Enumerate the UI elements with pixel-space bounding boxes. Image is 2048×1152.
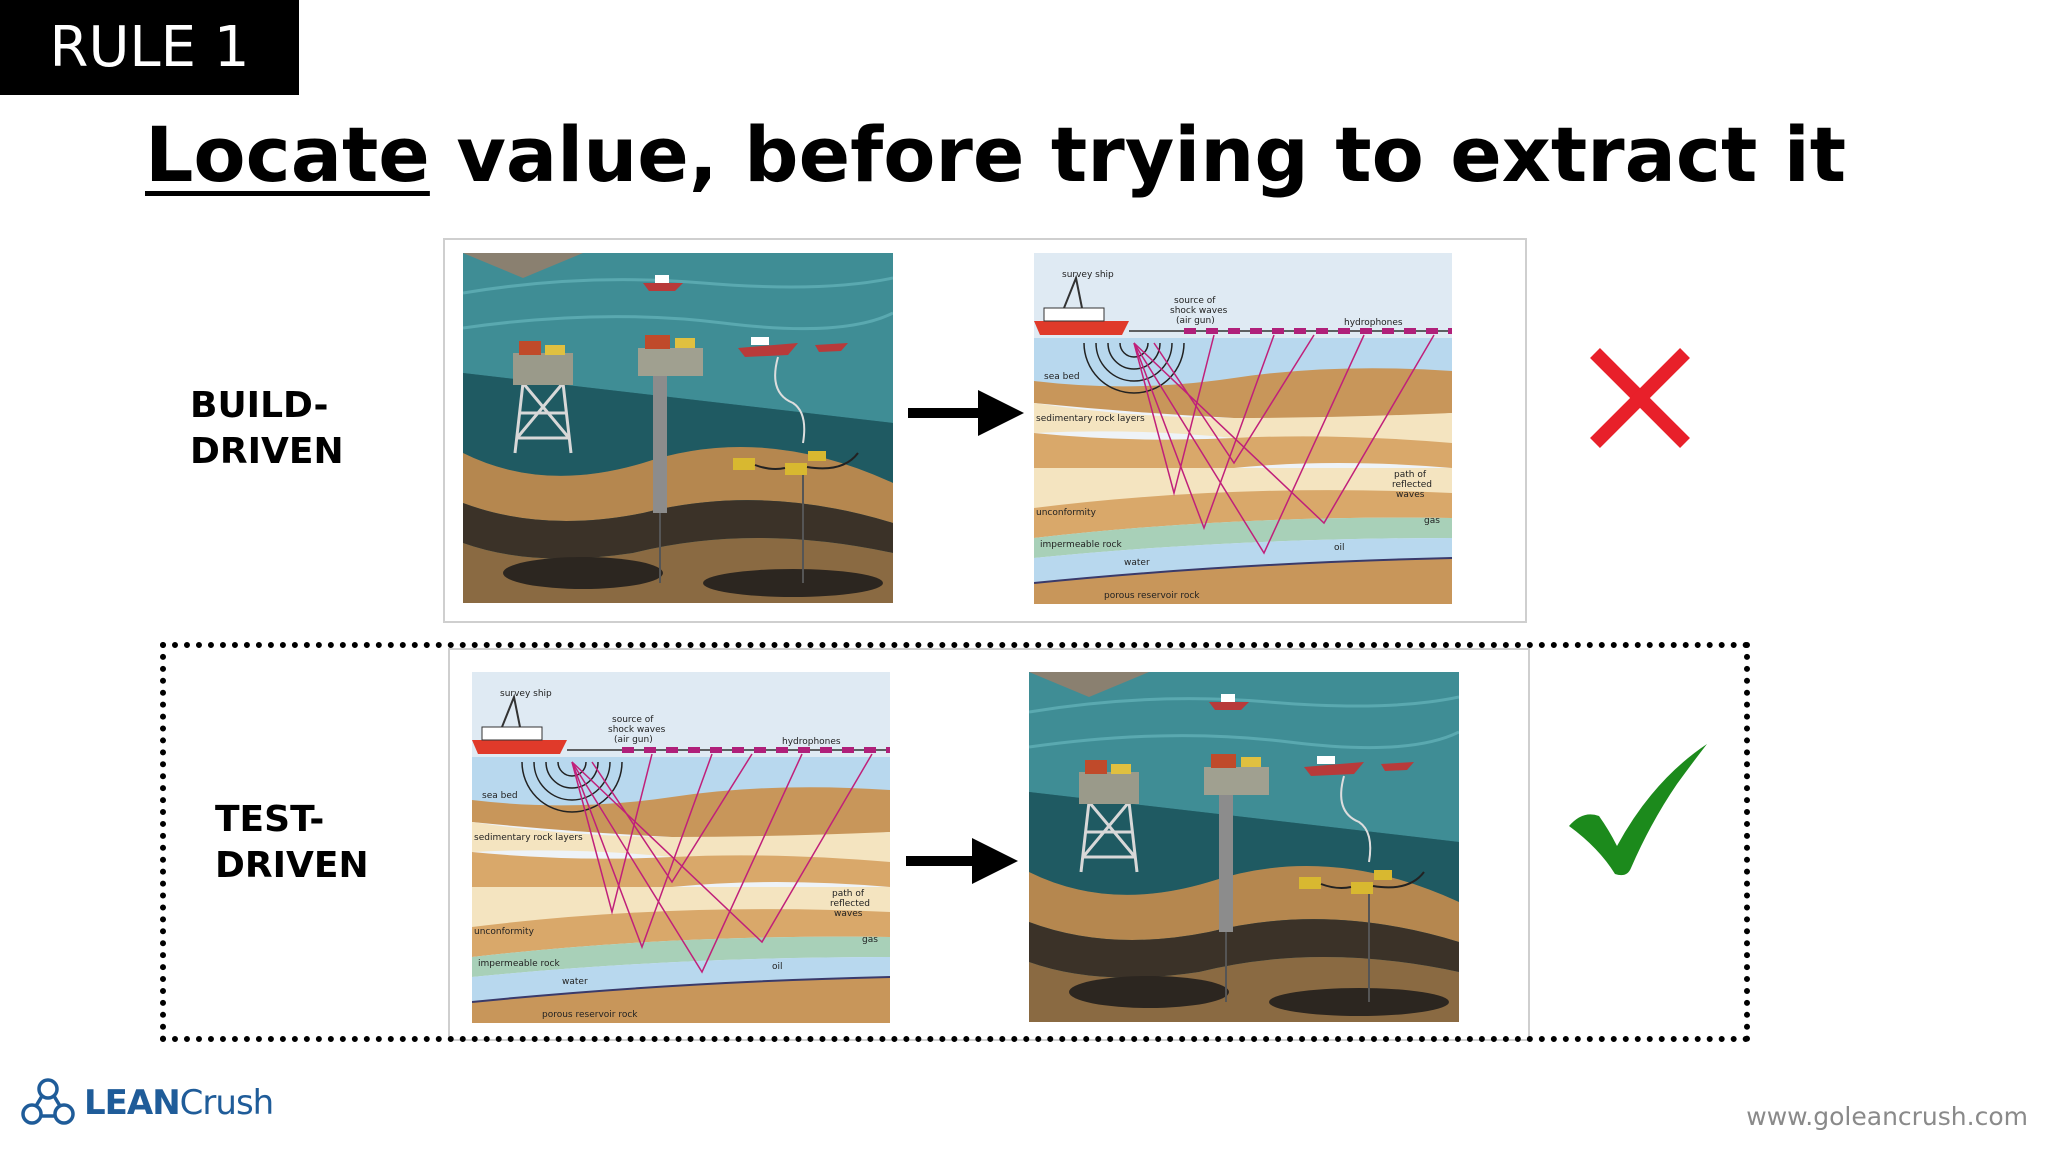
svg-text:sedimentary rock layers: sedimentary rock layers: [1036, 414, 1145, 424]
logo-molecule-icon: [21, 1078, 75, 1125]
offshore-platform-illustration-top: [463, 253, 893, 603]
cross-icon: [1590, 348, 1690, 448]
svg-text:porous reservoir rock: porous reservoir rock: [1104, 591, 1200, 601]
svg-text:path of: path of: [832, 889, 865, 899]
checkmark-icon: [1569, 744, 1707, 876]
svg-text:source of: source of: [1174, 296, 1216, 306]
svg-text:sea bed: sea bed: [1044, 372, 1080, 382]
arrow-right-icon: [906, 838, 1018, 884]
arrow-right-icon: [908, 390, 1024, 436]
svg-text:path of: path of: [1394, 470, 1427, 480]
svg-text:waves: waves: [1396, 490, 1425, 500]
svg-text:hydrophones: hydrophones: [1344, 318, 1403, 328]
svg-text:water: water: [562, 977, 588, 987]
svg-text:sea bed: sea bed: [482, 791, 518, 801]
svg-text:waves: waves: [834, 909, 863, 919]
svg-text:unconformity: unconformity: [474, 927, 535, 937]
svg-text:survey ship: survey ship: [1062, 270, 1114, 280]
svg-text:impermeable rock: impermeable rock: [1040, 540, 1122, 550]
title-rest: value, before trying to extract it: [429, 110, 1847, 199]
highlight-dotted-frame: [160, 642, 1750, 1042]
svg-text:impermeable rock: impermeable rock: [478, 959, 560, 969]
svg-text:survey ship: survey ship: [500, 689, 552, 699]
offshore-platform-illustration-bottom: [1029, 672, 1459, 1022]
slide-title: Locate value, before trying to extract i…: [145, 100, 1945, 210]
logo-text: LEANCrush: [84, 1083, 274, 1123]
build-driven-label: BUILD- DRIVEN: [190, 385, 344, 472]
svg-text:water: water: [1124, 558, 1150, 568]
svg-text:reflected: reflected: [830, 899, 870, 909]
svg-text:shock waves: shock waves: [1170, 306, 1228, 316]
title-emphasis: Locate: [145, 110, 430, 199]
rule-badge: RULE 1: [0, 0, 299, 95]
svg-text:sedimentary rock layers: sedimentary rock layers: [474, 833, 583, 843]
svg-text:shock waves: shock waves: [608, 725, 666, 735]
svg-text:(air gun): (air gun): [614, 735, 653, 745]
svg-text:porous reservoir rock: porous reservoir rock: [542, 1010, 638, 1020]
test-driven-label: TEST- DRIVEN: [215, 799, 369, 886]
svg-text:oil: oil: [1334, 543, 1345, 553]
svg-text:source of: source of: [612, 715, 654, 725]
svg-text:oil: oil: [772, 962, 783, 972]
svg-text:gas: gas: [1424, 516, 1440, 526]
svg-text:hydrophones: hydrophones: [782, 737, 841, 747]
svg-text:unconformity: unconformity: [1036, 508, 1097, 518]
checkmark-shape: [1569, 744, 1707, 876]
svg-text:reflected: reflected: [1392, 480, 1432, 490]
leancrush-logo: LEANCrush: [20, 1075, 274, 1131]
svg-text:gas: gas: [862, 935, 878, 945]
svg-text:(air gun): (air gun): [1176, 316, 1215, 326]
footer-url: www.goleancrush.com: [1746, 1102, 2028, 1131]
cross-stroke-b: [1590, 348, 1690, 448]
